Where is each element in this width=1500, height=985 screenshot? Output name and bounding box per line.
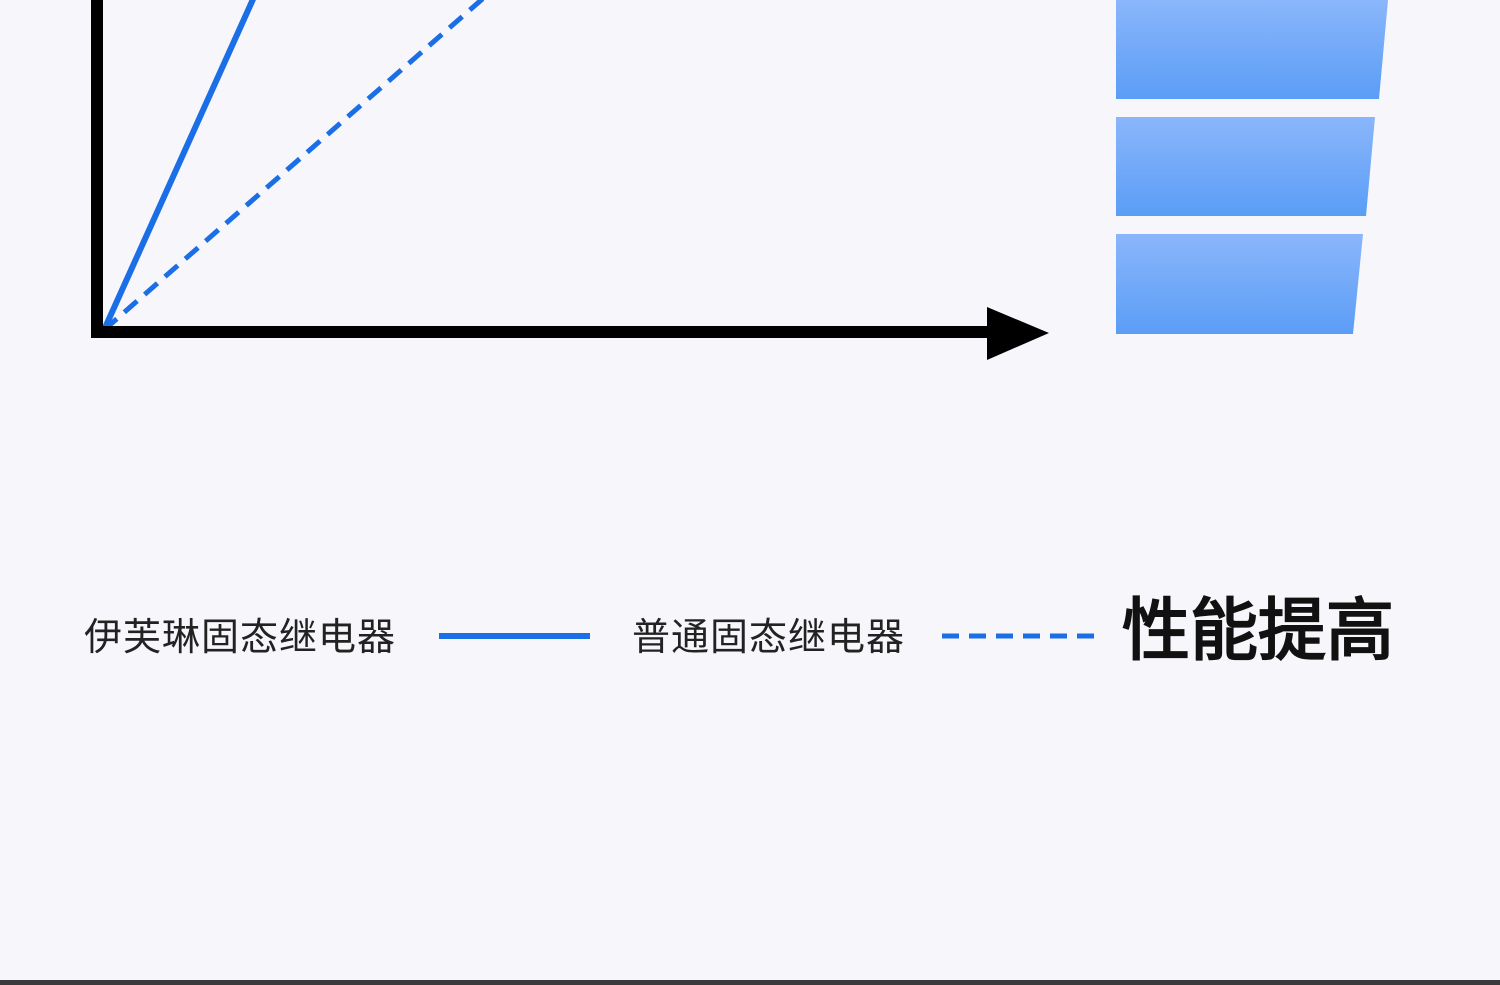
series-line-normal [102,0,486,332]
x-axis-arrow-icon [987,307,1049,360]
series-line-ours [101,0,256,332]
level-bar-2 [1116,117,1375,216]
level-bar-3 [1116,234,1363,334]
level-bar-1 [1116,0,1388,99]
window-bottom-border [0,980,1500,985]
level-bars-icon [1116,0,1388,334]
legend-ours-label: 伊芙琳固态继电器 [84,615,397,659]
legend-normal-label: 普通固态继电器 [632,615,906,659]
headline-performance: 性能提高 [1122,592,1395,671]
